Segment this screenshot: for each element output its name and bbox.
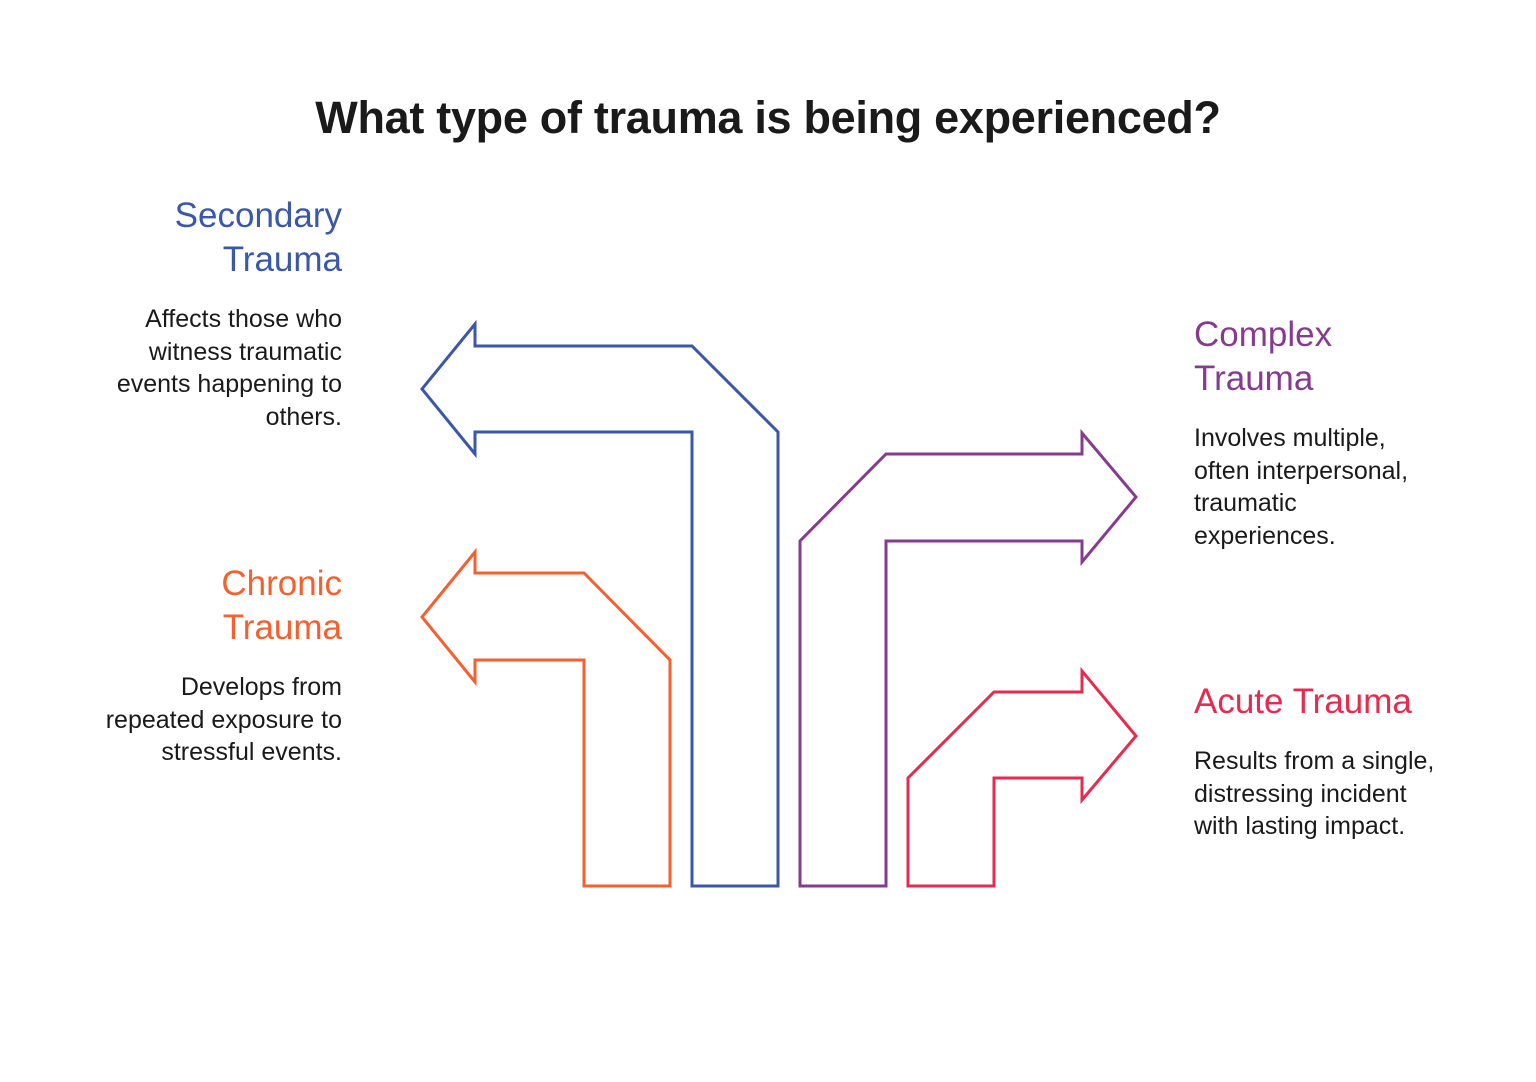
complex-trauma-arrow-icon <box>798 428 1138 888</box>
secondary-trauma-heading: Secondary Trauma <box>174 196 342 279</box>
secondary-trauma-arrow-icon <box>420 319 780 888</box>
complex-trauma-label: Complex Trauma Involves multiple, often … <box>1194 313 1524 552</box>
acute-trauma-label: Acute Trauma Results from a single, dist… <box>1194 680 1524 843</box>
acute-trauma-heading: Acute Trauma <box>1194 682 1412 721</box>
chronic-trauma-label: Chronic Trauma Develops from repeated ex… <box>12 562 342 769</box>
chronic-trauma-arrow-icon <box>420 547 672 888</box>
secondary-trauma-description: Affects those who witness traumatic even… <box>116 305 342 431</box>
chronic-trauma-heading: Chronic Trauma <box>221 564 342 647</box>
acute-trauma-description: Results from a single, distressing incid… <box>1194 747 1435 840</box>
acute-trauma-arrow-icon <box>906 666 1138 888</box>
complex-trauma-heading: Complex Trauma <box>1194 315 1333 398</box>
complex-trauma-description: Involves multiple, often interpersonal, … <box>1194 424 1409 550</box>
chronic-trauma-description: Develops from repeated exposure to stres… <box>105 673 342 766</box>
secondary-trauma-label: Secondary Trauma Affects those who witne… <box>12 194 342 433</box>
diagram-title: What type of trauma is being experienced… <box>315 92 1221 143</box>
